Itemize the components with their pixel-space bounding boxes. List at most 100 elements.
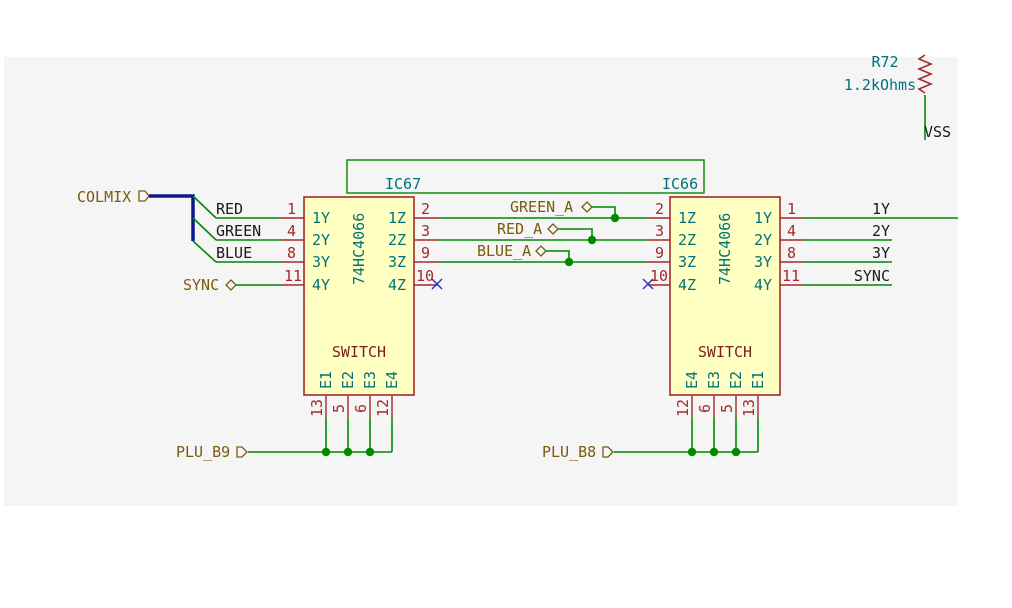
plu-b8-net	[614, 418, 759, 457]
ic67-pin-e2: 5 E2	[330, 371, 357, 418]
ic66-pin-e2: 5 E2	[718, 371, 745, 418]
ic67-title: SWITCH	[332, 343, 386, 361]
svg-text:2Y: 2Y	[754, 231, 772, 249]
plu-b9-global-label[interactable]: PLU_B9	[176, 443, 248, 461]
ic67-pin-e4: 12 E4	[374, 371, 401, 418]
resistor-ref: R72	[871, 53, 898, 71]
ic66-switch[interactable]: IC66 74HC4066 SWITCH 2 1Z 3 2Z 9 3Z 10 4…	[642, 175, 804, 418]
svg-text:8: 8	[287, 244, 296, 262]
ic66-pin-4z: 10 4Z	[648, 267, 696, 294]
ic66-pin-3z: 9 3Z	[648, 244, 696, 271]
ic66-title: SWITCH	[698, 343, 752, 361]
ic67-pin-3z: 9 3Z	[388, 244, 438, 271]
output-label-1y: 1Y	[872, 200, 890, 218]
svg-text:3Z: 3Z	[388, 253, 406, 271]
svg-text:1: 1	[787, 200, 796, 218]
bus-entry-red: RED	[216, 200, 243, 218]
svg-text:3: 3	[421, 222, 430, 240]
svg-text:E2: E2	[339, 371, 357, 389]
svg-text:2: 2	[655, 200, 664, 218]
svg-text:BLUE_A: BLUE_A	[477, 242, 531, 260]
svg-text:1Z: 1Z	[388, 209, 406, 227]
svg-text:E4: E4	[383, 371, 401, 389]
svg-text:2Y: 2Y	[312, 231, 330, 249]
colmix-global-label[interactable]: COLMIX	[77, 188, 150, 206]
svg-text:COLMIX: COLMIX	[77, 188, 131, 206]
svg-text:4Z: 4Z	[388, 276, 406, 294]
svg-text:3: 3	[655, 222, 664, 240]
sheet-area	[4, 57, 958, 506]
ic66-pin-1y: 1 1Y	[754, 200, 804, 227]
svg-text:10: 10	[650, 267, 668, 285]
svg-text:GREEN_A: GREEN_A	[510, 198, 573, 216]
ic66-pin-1z: 2 1Z	[648, 200, 696, 227]
ic66-ref: IC66	[662, 175, 698, 193]
ic67-pin-e3: 6 E3	[352, 371, 379, 418]
ic67-value: 74HC4066	[350, 213, 368, 285]
svg-text:E3: E3	[705, 371, 723, 389]
junction-red-a	[587, 235, 597, 245]
resistor-zigzag	[916, 54, 934, 94]
enable-loop-wire	[346, 159, 705, 194]
ic66-pin-4y: 11 4Y	[754, 267, 804, 294]
svg-text:2Z: 2Z	[388, 231, 406, 249]
ic67-pin-4y: 11 4Y	[282, 267, 330, 294]
svg-text:5: 5	[718, 404, 736, 413]
ic66-pin-2z: 3 2Z	[648, 222, 696, 249]
svg-text:12: 12	[674, 399, 692, 417]
ic66-value: 74HC4066	[716, 213, 734, 285]
svg-text:3Y: 3Y	[312, 253, 330, 271]
ic66-pin-e4: 12 E4	[674, 371, 701, 418]
ic67-pin-3y: 8 3Y	[282, 244, 330, 271]
junction-blue-a	[564, 257, 574, 267]
ic67-pin-e1: 13 E1	[308, 371, 335, 418]
svg-text:12: 12	[374, 399, 392, 417]
ic66-no-connect	[642, 278, 654, 290]
svg-text:2: 2	[421, 200, 430, 218]
bus-entry-blue: BLUE	[216, 244, 252, 262]
svg-text:4Z: 4Z	[678, 276, 696, 294]
svg-text:6: 6	[696, 404, 714, 413]
svg-text:1Z: 1Z	[678, 209, 696, 227]
svg-text:E4: E4	[683, 371, 701, 389]
output-label-2y: 2Y	[872, 222, 890, 240]
svg-text:1: 1	[287, 200, 296, 218]
svg-text:4Y: 4Y	[312, 276, 330, 294]
ic67-switch[interactable]: IC67 74HC4066 SWITCH 1 1Y 4 2Y 8 3Y 11 4…	[282, 175, 443, 418]
junction-green-a	[610, 213, 620, 223]
svg-text:PLU_B9: PLU_B9	[176, 443, 230, 461]
output-label-sync: SYNC	[854, 267, 890, 285]
svg-text:1Y: 1Y	[754, 209, 772, 227]
ic67-ref: IC67	[385, 175, 421, 193]
ic67-pin-1y: 1 1Y	[282, 200, 330, 227]
svg-text:4: 4	[287, 222, 296, 240]
ic67-pin-2y: 4 2Y	[282, 222, 330, 249]
svg-text:9: 9	[421, 244, 430, 262]
plu-b9-net	[248, 418, 393, 457]
svg-text:4Y: 4Y	[754, 276, 772, 294]
svg-text:SYNC: SYNC	[183, 276, 219, 294]
svg-text:13: 13	[740, 399, 758, 417]
svg-text:1Y: 1Y	[312, 209, 330, 227]
resistor-r72[interactable]: R72 1.2kOhms VSS	[844, 53, 951, 141]
svg-text:10: 10	[416, 267, 434, 285]
svg-text:2Z: 2Z	[678, 231, 696, 249]
svg-text:6: 6	[352, 404, 370, 413]
svg-text:8: 8	[787, 244, 796, 262]
ic67-pin-2z: 3 2Z	[388, 222, 438, 249]
resistor-value: 1.2kOhms	[844, 76, 916, 94]
ic67-pin-1z: 2 1Z	[388, 200, 438, 227]
ic66-pin-2y: 4 2Y	[754, 222, 804, 249]
power-label-vss: VSS	[924, 123, 951, 141]
ic66-pin-e1: 13 E1	[740, 371, 767, 418]
plu-b8-global-label[interactable]: PLU_B8	[542, 443, 614, 461]
svg-text:PLU_B8: PLU_B8	[542, 443, 596, 461]
svg-text:E2: E2	[727, 371, 745, 389]
svg-text:13: 13	[308, 399, 326, 417]
svg-text:E3: E3	[361, 371, 379, 389]
svg-text:E1: E1	[749, 371, 767, 389]
svg-text:4: 4	[787, 222, 796, 240]
svg-text:9: 9	[655, 244, 664, 262]
ic67-pin-4z: 10 4Z	[388, 267, 438, 294]
